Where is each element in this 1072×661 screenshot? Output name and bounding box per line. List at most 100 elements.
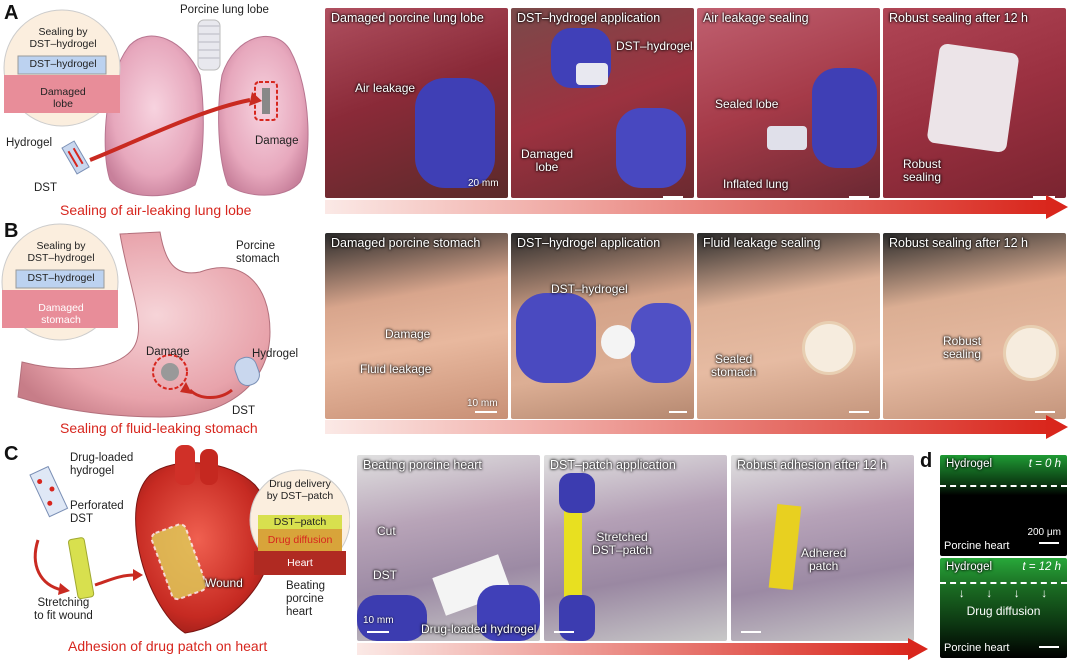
photo-c3-label: Adhered patch bbox=[801, 546, 847, 573]
glove bbox=[477, 585, 540, 641]
fluor-image-0h: Hydrogel t = 0 h Porcine heart 200 μm bbox=[940, 455, 1067, 556]
fluor-0h-tissue: Porcine heart bbox=[944, 540, 1010, 552]
scale-bar bbox=[367, 631, 389, 633]
scale-text-c1: 10 mm bbox=[363, 615, 394, 626]
stretching-label: Stretching to fit wound bbox=[34, 597, 93, 622]
scale-bar bbox=[669, 411, 687, 413]
lung-schematic bbox=[3, 9, 309, 197]
photo-b1-label-1: Damage bbox=[385, 327, 431, 341]
photo-c3-title: Robust adhesion after 12 h bbox=[737, 458, 888, 472]
photo-b3: Fluid leakage sealing Sealed stomach bbox=[697, 233, 880, 419]
arrow-head-b bbox=[1046, 415, 1068, 439]
glove bbox=[415, 78, 495, 188]
dst-label-b: DST bbox=[232, 405, 255, 417]
photo-b3-title: Fluid leakage sealing bbox=[703, 236, 821, 250]
hydrogel-label-a: Hydrogel bbox=[6, 137, 53, 149]
scale-bar bbox=[1039, 646, 1059, 648]
fluor-0h-time: t = 0 h bbox=[1028, 458, 1061, 470]
glove bbox=[516, 293, 596, 383]
dst-label-a: DST bbox=[34, 182, 57, 194]
panel-letter-c: C bbox=[4, 443, 19, 465]
glove bbox=[631, 303, 691, 383]
glove bbox=[559, 595, 595, 641]
beating-heart-label: Beating porcine heart bbox=[286, 580, 326, 618]
scale-bar bbox=[554, 631, 574, 633]
sealing-by-label: Sealing by DST–hydrogel bbox=[29, 26, 97, 50]
photo-a4: Robust sealing after 12 h Robust sealing bbox=[883, 8, 1066, 198]
scale-bar bbox=[1035, 411, 1055, 413]
photo-b1-title: Damaged porcine stomach bbox=[331, 236, 481, 250]
fluor-0h-hydrogel: Hydrogel bbox=[946, 458, 993, 470]
glove bbox=[559, 473, 595, 513]
drug-delivery-label: Drug delivery by DST–patch bbox=[266, 478, 334, 502]
photo-b4-title: Robust sealing after 12 h bbox=[889, 236, 1028, 250]
fluor-12h-hydrogel: Hydrogel bbox=[946, 561, 993, 573]
drug-diffusion-layer-label: Drug diffusion bbox=[267, 534, 333, 546]
glove bbox=[812, 68, 877, 168]
photo-b1-label-2: Fluid leakage bbox=[360, 362, 432, 376]
caption-b: Sealing of fluid-leaking stomach bbox=[60, 420, 258, 436]
interface-line bbox=[940, 485, 1067, 487]
hydrogel-patch bbox=[926, 42, 1020, 154]
damaged-stomach-label: Damaged stomach bbox=[38, 302, 84, 326]
down-arrow-icon: ↓ bbox=[986, 586, 993, 600]
photo-a2-title: DST–hydrogel application bbox=[517, 11, 661, 25]
photo-b2-title: DST–hydrogel application bbox=[517, 236, 661, 250]
dst-patch bbox=[564, 495, 582, 625]
progress-arrow-c bbox=[357, 643, 912, 655]
scale-bar bbox=[849, 196, 869, 198]
photo-c1: Beating porcine heart Cut DST Drug-loade… bbox=[357, 455, 540, 641]
photo-b4-label: Robust sealing bbox=[943, 334, 982, 361]
porcine-lung-label: Porcine lung lobe bbox=[180, 4, 269, 16]
progress-arrow-a bbox=[325, 200, 1050, 214]
damage-label-a: Damage bbox=[255, 135, 299, 147]
dst-patch bbox=[768, 503, 802, 591]
hydrogel-sample bbox=[767, 126, 807, 150]
drug-loaded-label: Drug-loaded hydrogel bbox=[70, 452, 134, 477]
fluor-0h-scale: 200 μm bbox=[1027, 527, 1061, 538]
dst-hydrogel-layer-label: DST–hydrogel bbox=[29, 58, 97, 70]
hydrogel-sample bbox=[576, 63, 608, 85]
hydrogel-disc bbox=[802, 321, 856, 375]
diffusion-arrows: ↓↓↓↓ bbox=[948, 586, 1058, 600]
photo-a3: Air leakage sealing Sealed lobe Inflated… bbox=[697, 8, 880, 198]
photo-a4-label: Robust sealing bbox=[903, 157, 942, 184]
scale-bar bbox=[1033, 196, 1055, 198]
photo-b2: DST–hydrogel application DST–hydrogel bbox=[511, 233, 694, 419]
photo-a1: Damaged porcine lung lobe Air leakage 20… bbox=[325, 8, 508, 198]
hydrogel-disc bbox=[1003, 325, 1059, 381]
photo-a3-label-2: Inflated lung bbox=[723, 177, 789, 191]
progress-arrow-b bbox=[325, 420, 1050, 434]
arrow-head-c bbox=[908, 638, 928, 660]
scale-bar bbox=[1039, 542, 1059, 544]
porcine-stomach-label: Porcine stomach bbox=[236, 240, 280, 265]
photo-c1-title: Beating porcine heart bbox=[363, 458, 482, 472]
fluor-image-12h: Hydrogel t = 12 h ↓↓↓↓ Drug diffusion Po… bbox=[940, 558, 1067, 658]
photo-a2-label-2: Damaged lobe bbox=[521, 147, 574, 174]
sealing-by-label-b: Sealing by DST–hydrogel bbox=[27, 240, 95, 264]
panel-letter-d: d bbox=[920, 450, 933, 472]
scale-bar bbox=[663, 196, 683, 198]
scale-bar bbox=[849, 411, 869, 413]
photo-c1-label-hydrogel: Drug-loaded hydrogel bbox=[421, 622, 537, 636]
photo-c2: DST–patch application Stretched DST–patc… bbox=[544, 455, 727, 641]
photo-c3: Robust adhesion after 12 h Adhered patch bbox=[731, 455, 914, 641]
panel-letter-a: A bbox=[4, 2, 19, 24]
photo-a4-title: Robust sealing after 12 h bbox=[889, 11, 1028, 25]
scale-text-b1: 10 mm bbox=[467, 398, 498, 409]
perforated-dst-label: Perforated DST bbox=[70, 500, 124, 525]
photo-b1: Damaged porcine stomach Damage Fluid lea… bbox=[325, 233, 508, 419]
dst-patch-layer-label: DST–patch bbox=[273, 516, 327, 528]
damage-label-b: Damage bbox=[146, 346, 190, 358]
heart-layer-label: Heart bbox=[287, 557, 313, 569]
down-arrow-icon: ↓ bbox=[1013, 586, 1020, 600]
photo-b3-label: Sealed stomach bbox=[711, 352, 757, 379]
photo-c1-label-cut: Cut bbox=[377, 524, 396, 538]
photo-c2-label: Stretched DST–patch bbox=[592, 530, 653, 557]
hydrogel-disc bbox=[601, 325, 635, 359]
wound-label: Wound bbox=[205, 576, 243, 590]
heart-schematic bbox=[29, 445, 350, 634]
photo-b4: Robust sealing after 12 h Robust sealing bbox=[883, 233, 1066, 419]
glove bbox=[357, 595, 427, 641]
hydrogel-label-b: Hydrogel bbox=[252, 348, 299, 360]
